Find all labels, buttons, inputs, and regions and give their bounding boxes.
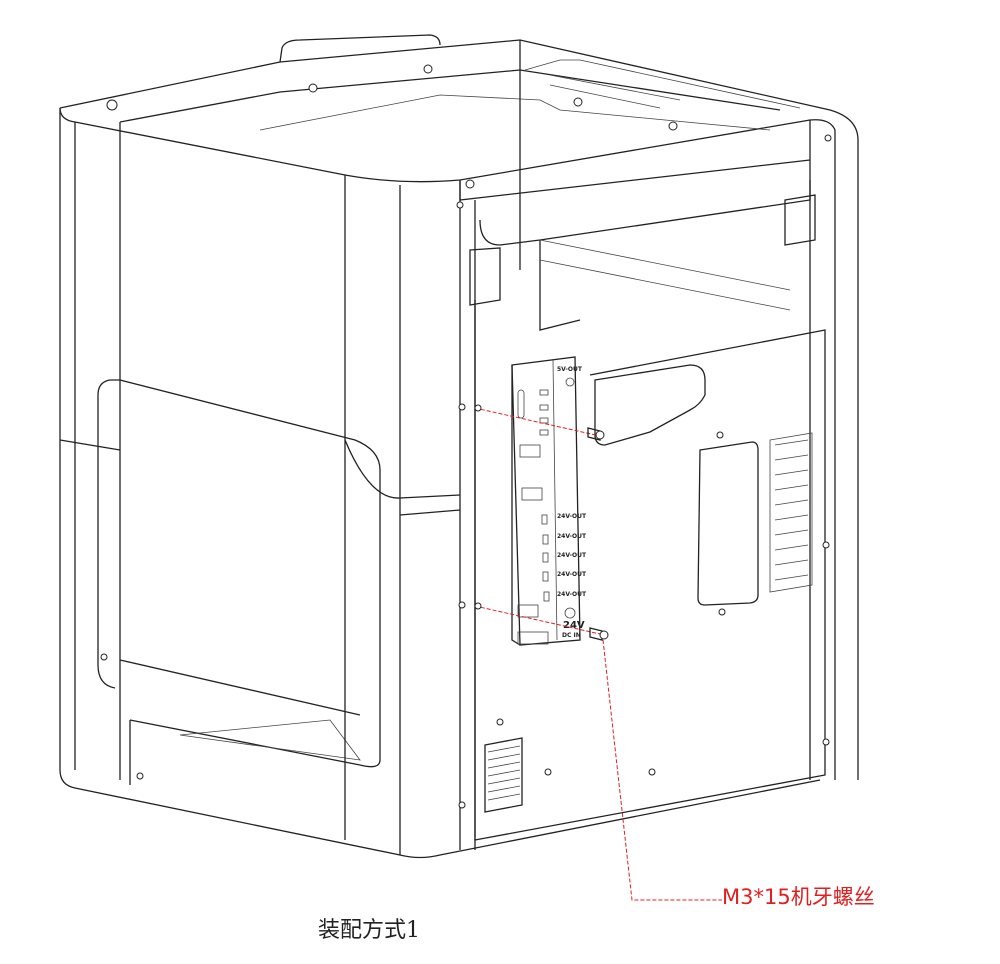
screw-callout-label: M3*15机牙螺丝 [722,885,875,909]
board-label-24v-out: 24V-OUT [557,533,587,540]
board-label-5v-out: 5V-OUT [557,366,583,373]
drawing-caption: 装配方式1 [318,918,420,943]
assembly-guides [474,404,722,901]
front-column [59,175,476,855]
board-label-24v-out: 24V-OUT [557,513,587,520]
screw-holes [100,64,832,809]
board-label-24v-out: 24V-OUT [557,571,587,578]
board-label-24v-out: 24V-OUT [557,591,587,598]
left-side [59,108,821,859]
board-label-24v-out: 24V-OUT [557,552,587,559]
board-label-dc-in: DC IN [562,632,581,639]
right-frame [469,120,836,841]
power-board: 5V-OUT 24V-OUT 24V-OUT 24V-OUT 24V-OUT 2… [511,356,587,646]
board-label-24v: 24V [563,620,585,631]
